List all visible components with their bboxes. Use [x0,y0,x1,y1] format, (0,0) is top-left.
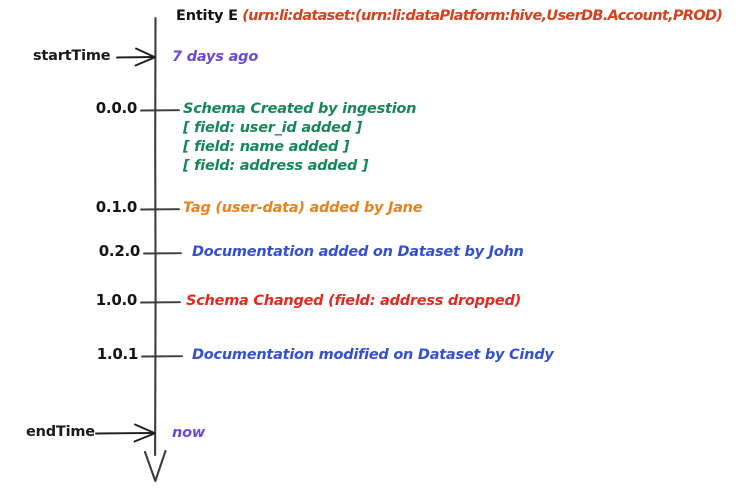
event-version-3: 1.0.0 [95,291,138,309]
event-version-0: 0.0.0 [95,99,138,117]
event-text-4: Documentation modified on Dataset by Cin… [192,347,554,363]
end-time-value: now [172,425,206,441]
event-text-1: Tag (user-data) added by Jane [183,200,423,216]
event-detail-0-0: [ field: user_id added ] [183,120,363,136]
timeline-axis-line [154,16,157,457]
event-detail-0-1: [ field: name added ] [183,139,350,155]
title-urn-text: (urn:li:dataset:(urn:li:dataPlatform:hiv… [237,8,723,24]
end-time-label: endTime [26,424,95,440]
start-time-label: startTime [33,48,111,64]
event-text-3: Schema Changed (field: address dropped) [186,293,521,309]
event-text-2: Documentation added on Dataset by John [192,244,524,260]
end-time-arrow-icon [95,432,155,435]
diagram-title: Entity E (urn:li:dataset:(urn:li:dataPla… [176,5,723,24]
start-time-arrow-icon [116,56,155,59]
title-entity-label: Entity E [176,8,238,24]
event-tick-marks [140,109,183,358]
event-headline-2: Documentation added on Dataset by John [192,244,524,260]
event-text-0: Schema Created by ingestion [ field: use… [183,101,416,174]
event-detail-0-2: [ field: address added ] [183,158,369,174]
event-headline-4: Documentation modified on Dataset by Cin… [192,347,554,363]
event-headline-1: Tag (user-data) added by Jane [183,200,423,216]
event-version-4: 1.0.1 [96,345,139,363]
start-time-arrowhead-icon [134,47,156,67]
event-headline-3: Schema Changed (field: address dropped) [186,293,521,309]
start-time-value: 7 days ago [172,49,259,65]
event-version-1: 0.1.0 [95,198,138,216]
end-time-arrowhead-icon [133,423,156,443]
timeline-arrowhead-icon [143,449,167,483]
event-version-2: 0.2.0 [98,242,141,260]
event-headline-0: Schema Created by ingestion [183,101,417,117]
